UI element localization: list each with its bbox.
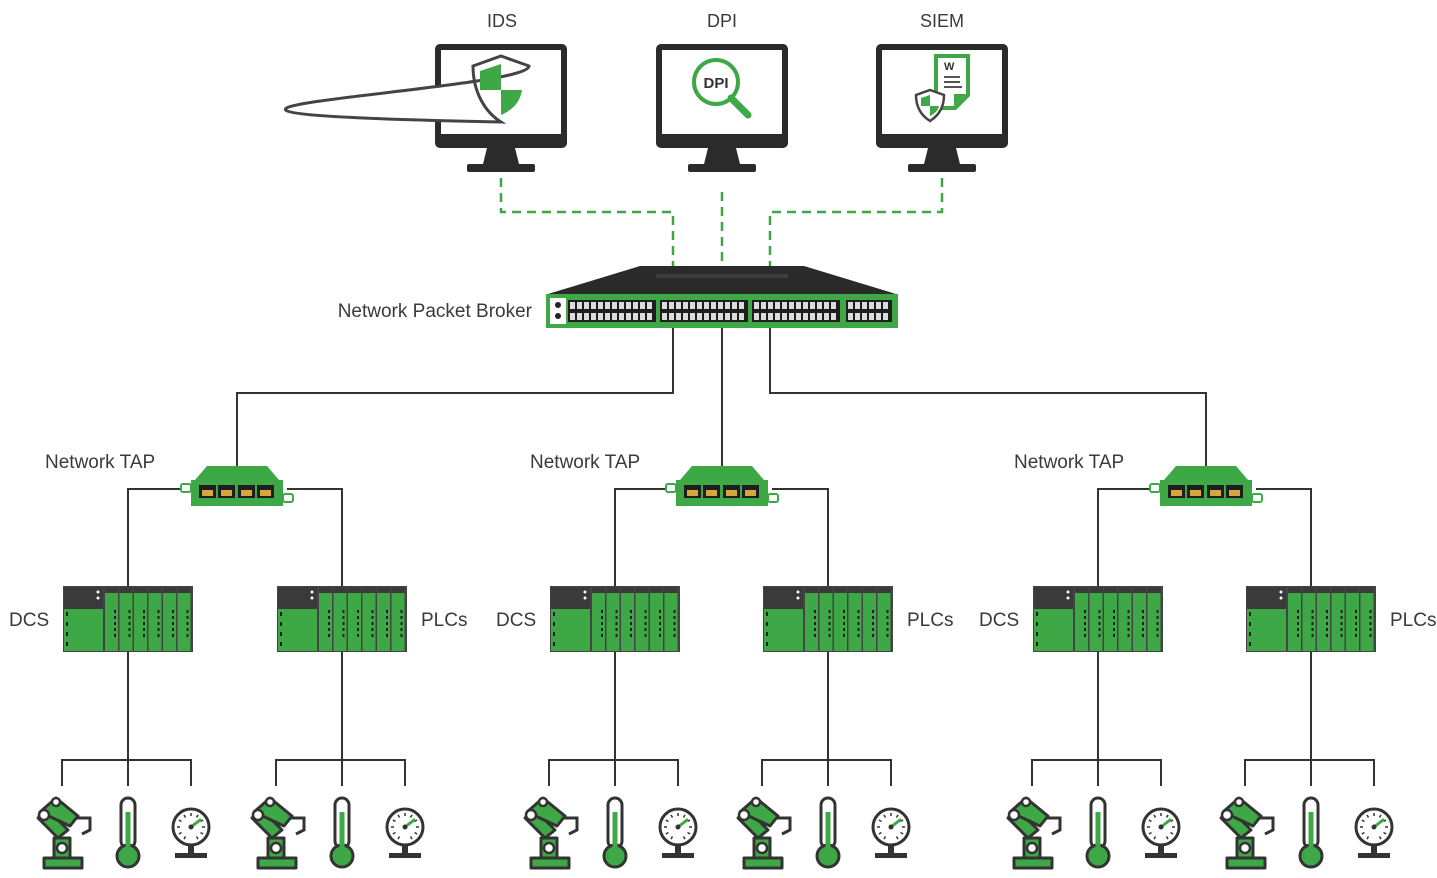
svg-text:W: W [944, 61, 955, 73]
pressure-gauge-2-icon [385, 807, 425, 858]
tap-label-2: Network TAP [530, 452, 641, 473]
robot-arm-4-icon [736, 796, 792, 870]
thermometer-2-icon [329, 796, 355, 869]
tap-label-1: Network TAP [45, 452, 156, 473]
plc-unit-2 [763, 586, 893, 652]
connector-lines [61, 178, 1375, 786]
monitor-label-dpi: DPI [706, 11, 737, 31]
thermometer-3-icon [602, 796, 628, 869]
network-tap-2 [665, 466, 779, 506]
thermometer-4-icon [815, 796, 841, 869]
pressure-gauge-1-icon [171, 807, 211, 858]
network-tap-1 [180, 466, 294, 506]
robot-arm-6-icon [1219, 796, 1275, 870]
monitor-ids [284, 44, 567, 172]
dpi-magnifier-icon: DPI [692, 58, 752, 119]
plc-unit-1 [277, 586, 407, 652]
packet-broker-label: Network Packet Broker [337, 301, 532, 322]
network-tap-3 [1149, 466, 1263, 506]
tap-label-3: Network TAP [1014, 452, 1125, 473]
dcs-unit-1 [63, 586, 193, 652]
shield-icon [284, 54, 531, 124]
dcs-label-1: DCS [9, 610, 50, 631]
monitor-siem: W [876, 44, 1008, 172]
pressure-gauge-4-icon [871, 807, 911, 858]
plcs-label-2: PLCs [907, 610, 954, 631]
thermometer-1-icon [115, 796, 141, 869]
monitor-label-ids: IDS [486, 11, 517, 31]
pressure-gauge-6-icon [1354, 807, 1394, 858]
plc-unit-3 [1246, 586, 1376, 652]
monitor-label-siem: SIEM [919, 11, 964, 31]
pressure-gauge-3-icon [658, 807, 698, 858]
dcs-unit-2 [550, 586, 680, 652]
siem-document-icon: W [914, 54, 970, 123]
robot-arm-1-icon [36, 796, 92, 870]
robot-arm-3-icon [523, 796, 579, 870]
dcs-label-3: DCS [979, 610, 1020, 631]
monitor-dpi: DPI [656, 44, 788, 172]
robot-arm-5-icon [1006, 796, 1062, 870]
dcs-label-2: DCS [496, 610, 537, 631]
robot-arm-2-icon [250, 796, 306, 870]
plcs-label-3: PLCs [1390, 610, 1437, 631]
svg-text:DPI: DPI [703, 75, 728, 92]
plcs-label-1: PLCs [421, 610, 468, 631]
thermometer-5-icon [1085, 796, 1111, 869]
pressure-gauge-5-icon [1141, 807, 1181, 858]
thermometer-6-icon [1298, 796, 1324, 869]
packet-broker-device [546, 266, 898, 328]
dcs-unit-3 [1033, 586, 1163, 652]
